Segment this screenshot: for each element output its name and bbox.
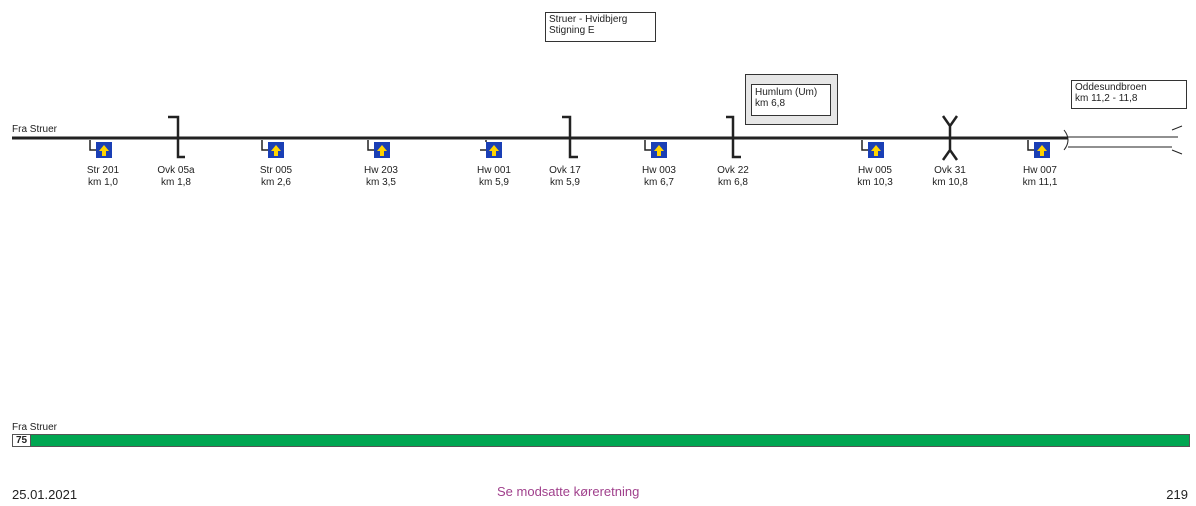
crossing-mark-ovk22 xyxy=(726,115,741,159)
crossing-km: km 5,9 xyxy=(549,177,580,188)
signal-label-str201: Str 201 km 1,0 xyxy=(87,165,119,189)
bridge-abutment-left xyxy=(1063,129,1069,151)
signal-str005-icon xyxy=(261,140,284,158)
station-box-frame: Humlum (Um) km 6,8 xyxy=(745,74,838,125)
bridge-info-box: Oddesundbroen km 11,2 - 11,8 xyxy=(1071,80,1187,109)
footer-note: Se modsatte køreretning xyxy=(497,484,640,499)
signal-km: km 11,1 xyxy=(1022,177,1058,188)
route-name: Struer - Hvidbjerg xyxy=(549,14,628,25)
crossing-label-ovk22: Ovk 22 km 6,8 xyxy=(717,165,749,189)
crossing-km: km 6,8 xyxy=(717,177,748,188)
signal-km: km 6,7 xyxy=(643,177,674,188)
signal-hw007-icon xyxy=(1027,140,1050,158)
crossing-km: km 1,8 xyxy=(160,177,191,188)
signal-km: km 1,0 xyxy=(87,177,118,188)
station-km: km 6,8 xyxy=(755,98,786,109)
crossing-name: Ovk 22 xyxy=(717,165,749,176)
bridge-km: km 11,2 - 11,8 xyxy=(1075,93,1138,104)
signal-hw203-icon xyxy=(367,140,390,158)
crossing-label-ovk31: Ovk 31 km 10,8 xyxy=(932,165,968,189)
footer-date: 25.01.2021 xyxy=(12,487,78,502)
signal-hw005-icon xyxy=(861,140,884,158)
crossing-label-ovk17: Ovk 17 km 5,9 xyxy=(549,165,581,189)
crossing-name: Ovk 05a xyxy=(157,165,195,176)
signal-label-str005: Str 005 km 2,6 xyxy=(260,165,292,189)
signal-name: Hw 005 xyxy=(858,165,892,176)
crossing-km: km 10,8 xyxy=(932,177,968,188)
signal-name: Hw 203 xyxy=(364,165,398,176)
signal-km: km 2,6 xyxy=(260,177,291,188)
station-name: Humlum (Um) xyxy=(755,87,818,98)
signal-label-hw007: Hw 007 km 11,1 xyxy=(1023,165,1058,189)
crossing-mark-ovk05a xyxy=(168,115,185,159)
signal-str201-icon xyxy=(89,140,112,158)
crossing-name: Ovk 17 xyxy=(549,165,581,176)
speed-limit-value: 75 xyxy=(13,435,32,446)
track-diagram xyxy=(12,115,1183,161)
speed-bar: 75 xyxy=(12,434,1190,447)
crossing-name: Ovk 31 xyxy=(934,165,966,176)
signal-km: km 10,3 xyxy=(857,177,893,188)
route-grade: Stigning E xyxy=(549,25,595,36)
speed-bar-label: Fra Struer xyxy=(12,422,58,433)
footer-page-number: 219 xyxy=(1166,487,1188,502)
bridge-name: Oddesundbroen xyxy=(1075,82,1147,93)
signal-label-hw001: Hw 001 km 5,9 xyxy=(477,165,511,189)
signal-label-hw203: Hw 203 km 3,5 xyxy=(364,165,398,189)
signal-name: Hw 003 xyxy=(642,165,676,176)
signal-name: Hw 001 xyxy=(477,165,511,176)
station-box: Humlum (Um) km 6,8 xyxy=(751,84,831,116)
route-info-box: Struer - Hvidbjerg Stigning E xyxy=(545,12,656,42)
signal-name: Hw 007 xyxy=(1023,165,1057,176)
crossing-mark-ovk31 xyxy=(941,115,959,161)
crossing-label-ovk05a: Ovk 05a km 1,8 xyxy=(157,165,194,189)
crossing-mark-ovk17 xyxy=(562,115,578,159)
bridge-abutment-right xyxy=(1171,125,1183,155)
signal-hw003-icon xyxy=(644,140,667,158)
signal-name: Str 201 xyxy=(86,165,120,176)
signal-hw001-icon xyxy=(480,140,502,158)
signal-label-hw005: Hw 005 km 10,3 xyxy=(857,165,893,189)
signal-km: km 3,5 xyxy=(365,177,396,188)
signal-name: Str 005 xyxy=(259,165,293,176)
signal-km: km 5,9 xyxy=(478,177,509,188)
signal-label-hw003: Hw 003 km 6,7 xyxy=(642,165,676,189)
track-label: Fra Struer xyxy=(12,124,58,135)
